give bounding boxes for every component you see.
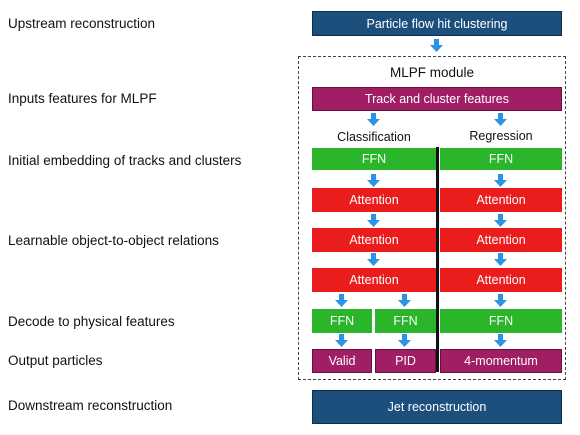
arrow-down-icon	[430, 39, 443, 52]
arrow-down-icon	[494, 174, 507, 187]
arrow-down-icon	[398, 294, 411, 307]
arrow-down-icon	[367, 113, 380, 126]
arrow-down-icon	[398, 334, 411, 347]
ffn-box-decode-momentum: FFN	[440, 309, 562, 333]
pid-output-box: PID	[375, 349, 436, 373]
stage-label-upstream: Upstream reconstruction	[8, 16, 156, 31]
arrow-down-icon	[335, 334, 348, 347]
arrow-down-icon	[494, 334, 507, 347]
stage-label-embedding: Initial embedding of tracks and clusters	[8, 153, 242, 168]
ffn-box-regression: FFN	[440, 148, 562, 170]
classification-caption: Classification	[337, 130, 411, 144]
arrow-down-icon	[367, 174, 380, 187]
arrow-down-icon	[494, 214, 507, 227]
column-divider	[436, 147, 439, 372]
attention-box-classification-3: Attention	[312, 268, 436, 292]
attention-box-classification-2: Attention	[312, 228, 436, 252]
arrow-down-icon	[335, 294, 348, 307]
stage-label-decode: Decode to physical features	[8, 314, 175, 329]
ffn-box-decode-pid: FFN	[375, 309, 436, 333]
four-momentum-output-box: 4-momentum	[440, 349, 562, 373]
arrow-down-icon	[367, 214, 380, 227]
stage-label-output: Output particles	[8, 353, 103, 368]
arrow-down-icon	[494, 253, 507, 266]
particle-flow-box: Particle flow hit clustering	[312, 11, 562, 36]
stage-label-relations: Learnable object-to-object relations	[8, 233, 219, 248]
ffn-box-decode-valid: FFN	[312, 309, 372, 333]
attention-box-classification-1: Attention	[312, 188, 436, 212]
stage-label-inputs: Inputs features for MLPF	[8, 91, 157, 106]
regression-caption: Regression	[469, 129, 533, 143]
arrow-down-icon	[494, 294, 507, 307]
track-cluster-features-box: Track and cluster features	[312, 87, 562, 111]
mlpf-module-container	[298, 56, 566, 380]
ffn-box-classification: FFN	[312, 148, 436, 170]
jet-reconstruction-box: Jet reconstruction	[312, 390, 562, 424]
attention-box-regression-2: Attention	[440, 228, 562, 252]
module-title: MLPF module	[389, 65, 475, 80]
stage-label-downstream: Downstream reconstruction	[8, 398, 173, 413]
arrow-down-icon	[494, 113, 507, 126]
valid-output-box: Valid	[312, 349, 372, 373]
attention-box-regression-3: Attention	[440, 268, 562, 292]
attention-box-regression-1: Attention	[440, 188, 562, 212]
arrow-down-icon	[367, 253, 380, 266]
